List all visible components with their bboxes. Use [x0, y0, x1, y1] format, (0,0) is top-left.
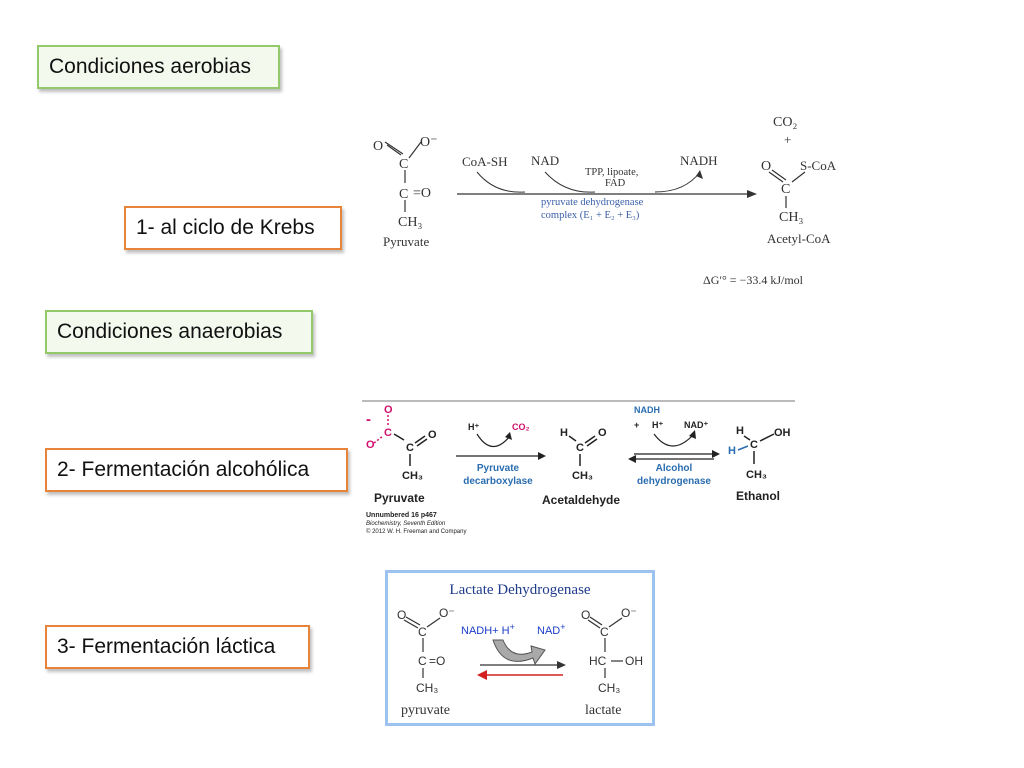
coash-label: CoA-SH	[462, 154, 508, 169]
credit-line1: Unnumbered 16 p467	[366, 512, 437, 519]
pyruvate-dehydrogenase-diagram: O O⁻ C C =O CH₃ Pyruvate CoA-SH NAD NADH…	[373, 115, 837, 287]
alc-enzyme1-line1: Pyruvate	[477, 463, 520, 474]
svg-text:C: C	[406, 442, 414, 454]
pdh-nad-label: NAD	[531, 153, 559, 168]
lactic-fermentation-text: 3- Fermentación láctica	[57, 635, 276, 658]
svg-text:NADH+ H+: NADH+ H+	[461, 622, 515, 637]
acetaldehyde-label: Acetaldehyde	[542, 493, 620, 507]
alcoholic-fermentation-label: 2- Fermentación alcohólica	[45, 448, 348, 492]
svg-text:O: O	[581, 608, 590, 622]
svg-text:OH: OH	[774, 427, 791, 439]
alc-pyruvate-label: Pyruvate	[374, 491, 425, 505]
aerobic-conditions-text: Condiciones aerobias	[49, 55, 251, 78]
svg-text:CH₃: CH₃	[572, 470, 593, 482]
ldh-nad-label: NAD	[537, 625, 560, 637]
pdh-plus: +	[784, 132, 791, 147]
alc-enzyme1-line2: decarboxylase	[463, 476, 533, 487]
ldh-oh-label: OH	[625, 654, 643, 668]
svg-text:CH₃: CH₃	[746, 469, 767, 481]
krebs-text: 1- al ciclo de Krebs	[136, 216, 315, 239]
lactate-dehydrogenase-diagram: Lactate Dehydrogenase O O⁻ C C =O CH₃ py…	[385, 570, 655, 726]
svg-text:O: O	[761, 159, 771, 174]
alc-nadh-label: NADH	[634, 405, 660, 415]
svg-text:CH₃: CH₃	[779, 210, 803, 225]
svg-text:=O: =O	[429, 654, 445, 668]
svg-text:O: O	[373, 139, 383, 154]
credit-line3: © 2012 W. H. Freeman and Company	[366, 528, 466, 535]
svg-text:CH₃: CH₃	[416, 681, 438, 695]
delta-g-label: ΔG′° = −33.4 kJ/mol	[703, 273, 804, 287]
lactic-fermentation-label: 3- Fermentación láctica	[45, 625, 310, 669]
credit-line2: Biochemistry, Seventh Edition	[366, 521, 446, 527]
pdh-co2-label: CO₂	[773, 115, 797, 130]
pdh-nadh-label: NADH	[680, 153, 718, 168]
svg-text:H⁺: H⁺	[468, 422, 479, 432]
svg-text:CH₃: CH₃	[398, 215, 422, 230]
svg-text:O: O	[384, 404, 393, 416]
svg-text:NAD⁺: NAD⁺	[684, 420, 708, 430]
acetylcoa-label: Acetyl-CoA	[767, 231, 831, 246]
krebs-label: 1- al ciclo de Krebs	[124, 206, 342, 250]
svg-text:NAD+: NAD+	[537, 622, 566, 637]
svg-text:H⁺: H⁺	[652, 420, 663, 430]
svg-text:=O: =O	[413, 186, 431, 201]
alc-enzyme2-line2: dehydrogenase	[637, 476, 711, 487]
svg-text:CH₃: CH₃	[598, 681, 620, 695]
svg-text:H: H	[736, 425, 744, 437]
svg-text:C: C	[418, 625, 427, 639]
svg-text:C: C	[600, 625, 609, 639]
svg-text:C: C	[750, 439, 758, 451]
svg-text:O: O	[366, 439, 375, 451]
svg-text:C: C	[399, 187, 408, 202]
svg-text:O⁻: O⁻	[439, 606, 455, 620]
svg-text:C: C	[418, 654, 427, 668]
svg-text:-: -	[366, 411, 371, 428]
ldh-pyruvate-label: pyruvate	[401, 703, 450, 718]
cofactors-line2: FAD	[605, 178, 626, 189]
svg-text:C: C	[384, 427, 392, 439]
svg-text:O⁻: O⁻	[621, 606, 637, 620]
alc-co2-label: CO₂	[512, 422, 530, 432]
anaerobic-conditions-label: Condiciones anaerobias	[45, 310, 313, 354]
alcoholic-fermentation-text: 2- Fermentación alcohólica	[57, 458, 310, 481]
svg-text:C: C	[576, 442, 584, 454]
ldh-lactate-label: lactate	[585, 703, 622, 718]
svg-text:O: O	[428, 429, 437, 441]
svg-text:C: C	[781, 182, 790, 197]
ldh-nadh-label: NADH+ H	[461, 625, 510, 637]
svg-text:O⁻: O⁻	[420, 135, 438, 150]
cofactors-line1: TPP, lipoate,	[585, 167, 638, 178]
anaerobic-conditions-text: Condiciones anaerobias	[57, 320, 283, 343]
pdh-enzyme-line2: complex (E₁ + E₂ + E₃)	[541, 210, 640, 221]
alc-enzyme2-line1: Alcohol	[656, 463, 693, 474]
ethanol-label: Ethanol	[736, 489, 780, 503]
svg-text:H: H	[728, 445, 736, 457]
pdh-pyruvate-label: Pyruvate	[383, 234, 429, 249]
ldh-hc-label: HC	[589, 654, 607, 668]
svg-text:O: O	[598, 427, 607, 439]
ldh-title: Lactate Dehydrogenase	[449, 582, 591, 598]
aerobic-conditions-label: Condiciones aerobias	[37, 45, 280, 89]
svg-text:CH₃: CH₃	[402, 470, 423, 482]
svg-text:+: +	[634, 420, 639, 430]
alcoholic-fermentation-diagram: - O O C C O CH₃ Pyruvate Unnumbered 16 p…	[362, 400, 795, 535]
svg-text:O: O	[397, 608, 406, 622]
svg-text:H: H	[560, 427, 568, 439]
svg-text:C: C	[399, 157, 408, 172]
scoa-label: S-CoA	[800, 158, 837, 173]
pdh-enzyme-line1: pyruvate dehydrogenase	[541, 197, 644, 208]
